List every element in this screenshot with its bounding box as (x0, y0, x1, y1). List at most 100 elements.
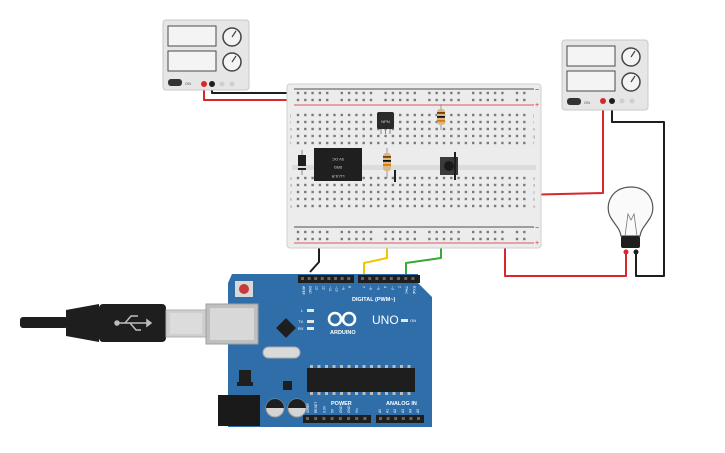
breadboard-hole[interactable] (355, 141, 358, 145)
breadboard-hole[interactable] (457, 120, 460, 124)
rail-hole[interactable] (486, 237, 489, 241)
breadboard-hole[interactable] (413, 120, 416, 124)
breadboard-hole[interactable] (493, 113, 497, 117)
header-pin[interactable] (397, 277, 400, 280)
breadboard-hole[interactable] (464, 120, 468, 124)
breadboard-hole[interactable] (428, 176, 431, 180)
rail-hole[interactable] (362, 98, 365, 102)
breadboard-hole[interactable] (406, 141, 409, 145)
rail-hole[interactable] (311, 237, 314, 241)
rail-hole[interactable] (362, 237, 365, 241)
breadboard-hole[interactable] (501, 197, 504, 201)
breadboard-hole[interactable] (493, 197, 497, 201)
breadboard-hole[interactable] (369, 176, 373, 180)
breadboard-hole[interactable] (340, 197, 343, 201)
breadboard-hole[interactable] (486, 176, 489, 180)
breadboard-hole[interactable] (340, 127, 343, 131)
breadboard-hole[interactable] (406, 134, 409, 138)
lamp-terminal-negative[interactable] (633, 249, 639, 255)
relay[interactable]: 5V DC SRD LU-5-R (314, 148, 362, 181)
breadboard-hole[interactable] (355, 204, 358, 208)
rail-hole[interactable] (442, 91, 446, 95)
rail-hole[interactable] (413, 230, 416, 234)
header-pin[interactable] (340, 277, 344, 280)
breadboard-hole[interactable] (420, 113, 424, 117)
rail-hole[interactable] (486, 230, 489, 234)
breadboard-hole[interactable] (501, 183, 504, 187)
rail-hole[interactable] (486, 98, 489, 102)
resistor-bottom[interactable] (383, 148, 391, 178)
breadboard-hole[interactable] (377, 183, 380, 187)
breadboard-hole[interactable] (486, 127, 489, 131)
header-pin[interactable] (411, 277, 415, 280)
breadboard-hole[interactable] (362, 176, 365, 180)
rail-hole[interactable] (450, 91, 453, 95)
breadboard-hole[interactable] (501, 176, 504, 180)
breadboard-hole[interactable] (420, 183, 424, 187)
power-supply-right[interactable]: ON (561, 39, 649, 111)
breadboard-hole[interactable] (391, 197, 395, 201)
breadboard-hole[interactable] (493, 176, 497, 180)
header-pin[interactable] (375, 277, 379, 280)
breadboard-hole[interactable] (347, 197, 351, 201)
breadboard-hole[interactable] (428, 197, 431, 201)
breadboard-hole[interactable] (464, 134, 468, 138)
rail-hole[interactable] (428, 98, 431, 102)
rail-hole[interactable] (486, 91, 489, 95)
breadboard-hole[interactable] (413, 113, 416, 117)
rail-hole[interactable] (347, 230, 351, 234)
breadboard-hole[interactable] (442, 183, 446, 187)
breadboard-hole[interactable] (464, 204, 468, 208)
breadboard-hole[interactable] (523, 113, 526, 117)
rail-hole[interactable] (311, 98, 314, 102)
breadboard-hole[interactable] (347, 204, 351, 208)
breadboard-hole[interactable] (435, 204, 438, 208)
rail-hole[interactable] (391, 237, 395, 241)
breadboard-hole[interactable] (508, 113, 511, 117)
breadboard-hole[interactable] (340, 190, 343, 194)
breadboard-hole[interactable] (420, 141, 424, 145)
breadboard-hole[interactable] (304, 134, 307, 138)
breadboard-hole[interactable] (493, 183, 497, 187)
breadboard-hole[interactable] (326, 120, 329, 124)
rail-hole[interactable] (296, 237, 300, 241)
breadboard-hole[interactable] (362, 120, 365, 124)
breadboard-hole[interactable] (450, 190, 453, 194)
breadboard-hole[interactable] (391, 190, 395, 194)
rail-hole[interactable] (523, 237, 526, 241)
breadboard-hole[interactable] (435, 127, 438, 131)
breadboard-hole[interactable] (508, 197, 511, 201)
breadboard-hole[interactable] (457, 197, 460, 201)
breadboard-hole[interactable] (304, 176, 307, 180)
header-pin[interactable] (394, 417, 398, 420)
breadboard-hole[interactable] (377, 134, 380, 138)
breadboard-hole[interactable] (479, 127, 482, 131)
breadboard-hole[interactable] (296, 120, 300, 124)
rail-hole[interactable] (311, 91, 314, 95)
rail-hole[interactable] (435, 98, 438, 102)
breadboard-hole[interactable] (296, 141, 300, 145)
rail-hole[interactable] (515, 91, 519, 95)
breadboard-hole[interactable] (420, 127, 424, 131)
rail-hole[interactable] (493, 230, 497, 234)
breadboard-hole[interactable] (515, 183, 519, 187)
breadboard-hole[interactable] (464, 113, 468, 117)
rail-hole[interactable] (296, 98, 300, 102)
header-pin[interactable] (314, 277, 318, 280)
rail-hole[interactable] (340, 98, 343, 102)
breadboard-hole[interactable] (369, 190, 373, 194)
rail-hole[interactable] (304, 91, 307, 95)
rail-hole[interactable] (369, 237, 373, 241)
breadboard-hole[interactable] (493, 204, 497, 208)
breadboard-hole[interactable] (326, 190, 329, 194)
rail-hole[interactable] (479, 98, 482, 102)
breadboard-hole[interactable] (406, 204, 409, 208)
rail-hole[interactable] (318, 237, 322, 241)
rail-hole[interactable] (362, 230, 365, 234)
rail-hole[interactable] (493, 91, 497, 95)
breadboard-hole[interactable] (413, 176, 416, 180)
breadboard-hole[interactable] (428, 204, 431, 208)
terminal-ground[interactable] (619, 98, 625, 104)
breadboard-hole[interactable] (472, 141, 475, 145)
